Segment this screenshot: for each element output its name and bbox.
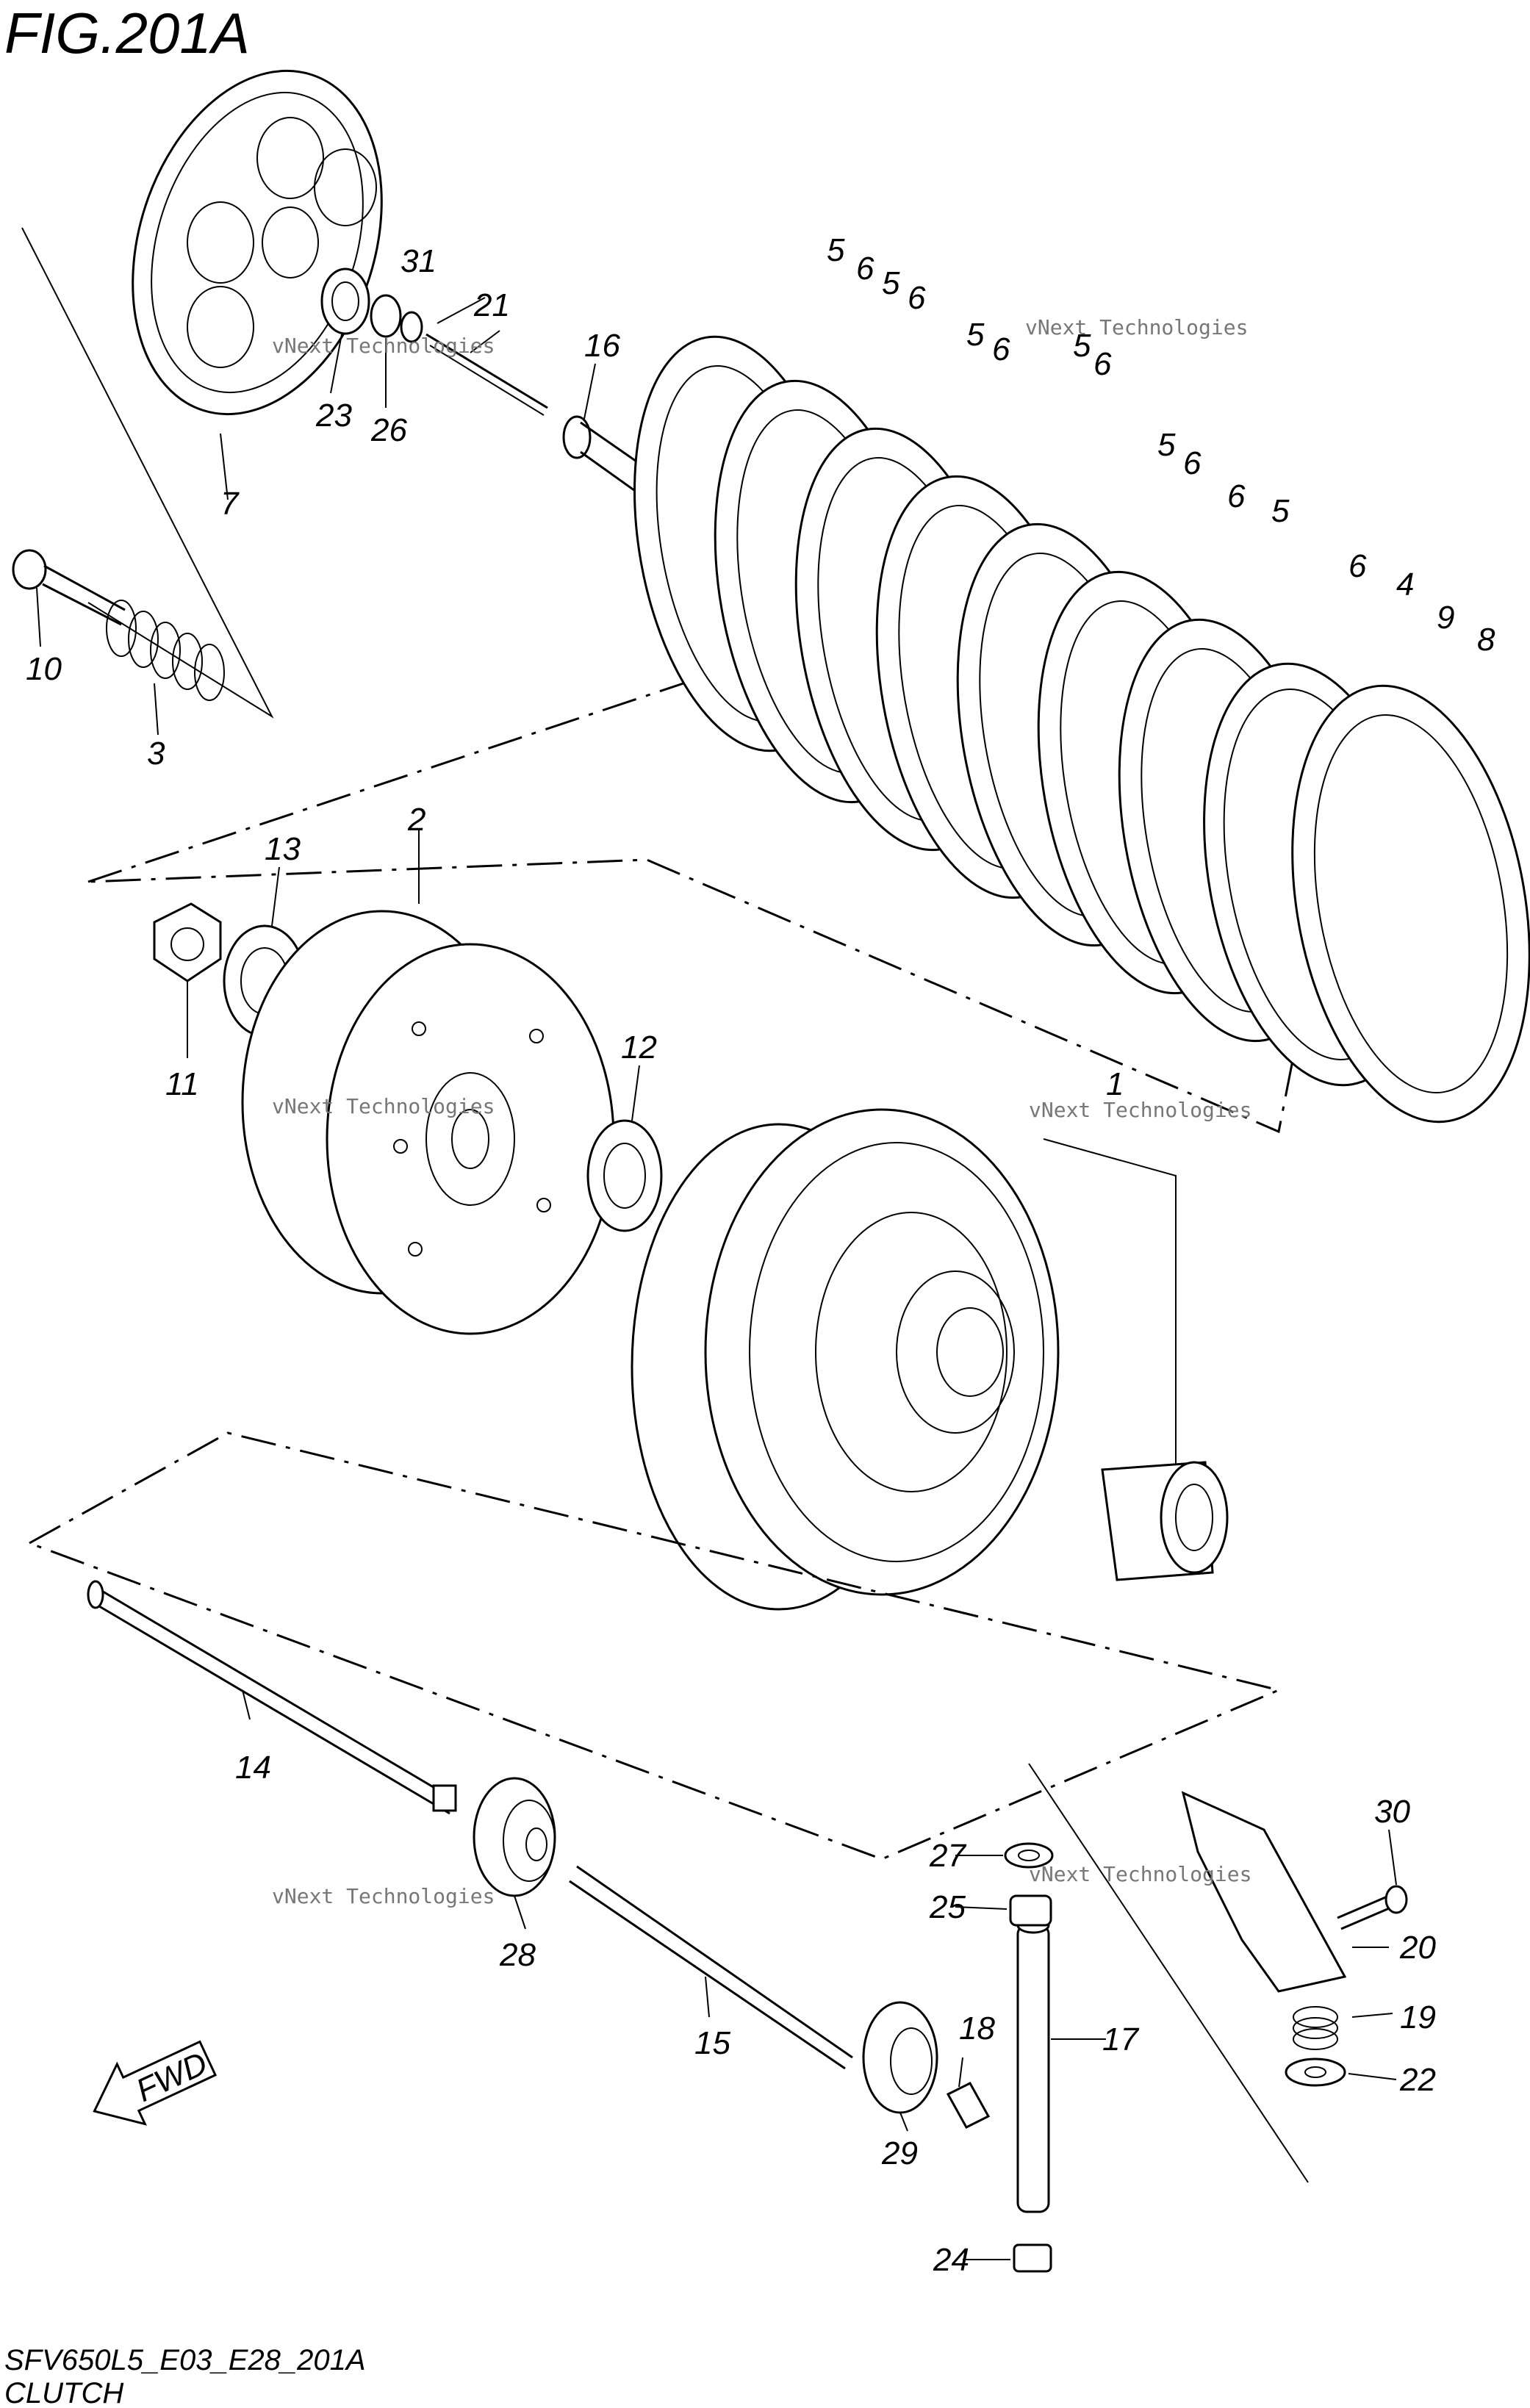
watermarks: vNext Technologies vNext Technologies vN…	[272, 315, 1251, 1908]
callout-5a: 5	[827, 232, 845, 268]
pin-18	[946, 2082, 991, 2129]
callout-5f: 5	[1271, 493, 1290, 529]
primary-driven-gear-1	[631, 1108, 1060, 1611]
callout-5c: 5	[966, 317, 985, 353]
callout-6c: 6	[992, 331, 1010, 367]
callout-8: 8	[1477, 622, 1495, 658]
fwd-arrow-badge: FWD	[93, 2040, 218, 2126]
callout-20: 20	[1399, 1930, 1436, 1966]
pushrod-14	[87, 1580, 457, 1815]
callout-13: 13	[265, 831, 301, 867]
svg-text:vNext Technologies: vNext Technologies	[272, 334, 495, 358]
callout-6e: 6	[1183, 445, 1202, 481]
callout-26: 26	[370, 412, 407, 448]
callout-28: 28	[499, 1937, 536, 1973]
footer-section: CLUTCH	[4, 2377, 123, 2408]
callout-15: 15	[694, 2025, 730, 2061]
svg-text:vNext Technologies: vNext Technologies	[1025, 315, 1248, 339]
pressure-plate	[132, 69, 383, 416]
callout-2: 2	[407, 802, 425, 838]
release-lever-20	[1181, 1791, 1347, 1993]
callout-25: 25	[929, 1889, 966, 1925]
callout-12: 12	[621, 1029, 657, 1065]
callout-16: 16	[584, 328, 620, 364]
callout-6b: 6	[908, 280, 926, 316]
figure-title: FIG.201A	[4, 1, 250, 65]
callout-6g: 6	[1348, 548, 1367, 584]
plate-stack	[633, 335, 1530, 1124]
svg-text:vNext Technologies: vNext Technologies	[1029, 1098, 1251, 1122]
callout-10: 10	[26, 651, 62, 687]
bearing-23	[320, 267, 370, 335]
washer-26	[370, 294, 402, 338]
oil-seal-29	[862, 2001, 938, 2114]
callout-21: 21	[473, 287, 510, 323]
callout-11: 11	[165, 1066, 199, 1102]
callout-5d: 5	[1073, 328, 1091, 364]
callout-7: 7	[220, 486, 240, 522]
pushrod-15	[569, 1865, 853, 2070]
thrust-washer-12	[586, 1119, 663, 1232]
callout-22: 22	[1399, 2062, 1436, 2098]
oil-seal-28	[473, 1777, 556, 1897]
callout-17: 17	[1102, 2021, 1139, 2057]
spring-3	[106, 600, 225, 701]
bearing-24	[1013, 2243, 1052, 2273]
washer-22	[1285, 2057, 1346, 2087]
sleeve-hub-2	[241, 910, 615, 1335]
nut-11	[153, 902, 222, 982]
callout-3: 3	[147, 736, 165, 772]
bolt-30	[1337, 1885, 1408, 1930]
pressure-plate-group	[21, 69, 548, 719]
callout-5e: 5	[1157, 427, 1176, 463]
callout-27: 27	[929, 1838, 966, 1874]
callout-29: 29	[881, 2135, 918, 2171]
callout-9: 9	[1437, 600, 1454, 636]
bolt-10-shank	[42, 564, 126, 626]
spring-bolt-group	[12, 549, 225, 701]
callout-31: 31	[401, 243, 437, 279]
callout-1: 1	[1106, 1066, 1124, 1102]
callout-labels: 1 2 3 4 5 5 5 5 5 5 6 6 6 6 6 6 6 7 8 9 …	[26, 232, 1495, 2278]
callout-23: 23	[315, 398, 352, 434]
callout-5b: 5	[882, 265, 900, 301]
svg-text:vNext Technologies: vNext Technologies	[1029, 1862, 1251, 1886]
callout-6d: 6	[1093, 346, 1112, 382]
push-rod-21	[425, 333, 548, 409]
callout-19: 19	[1400, 1999, 1436, 2035]
bearing-25	[1009, 1894, 1052, 1927]
callout-6a: 6	[856, 251, 874, 287]
callout-30: 30	[1374, 1794, 1410, 1830]
callout-6f: 6	[1227, 478, 1246, 514]
callout-4: 4	[1396, 567, 1414, 603]
callout-14: 14	[235, 1750, 271, 1786]
callout-24: 24	[933, 2242, 969, 2278]
spring-19	[1293, 2006, 1338, 2050]
svg-text:vNext Technologies: vNext Technologies	[272, 1884, 495, 1908]
svg-text:vNext Technologies: vNext Technologies	[272, 1094, 495, 1118]
spacer-sleeve	[1101, 1461, 1229, 1581]
callout-18: 18	[959, 2010, 995, 2046]
footer-model-code: SFV650L5_E03_E28_201A	[4, 2344, 366, 2376]
release-camshaft-17	[1016, 1916, 1050, 2213]
bearing-27	[1004, 1842, 1054, 1869]
circlip-31	[400, 311, 423, 343]
bolt-10-head	[12, 549, 47, 590]
leader-lines	[36, 297, 1397, 2260]
judder-spring-8	[1291, 684, 1530, 1124]
